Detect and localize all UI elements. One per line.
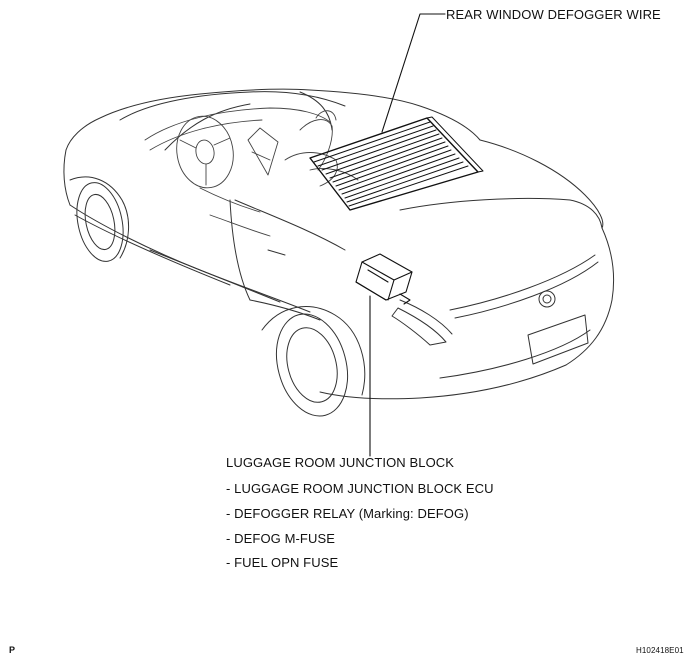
label-rear-window-defogger-wire: REAR WINDOW DEFOGGER WIRE (446, 7, 661, 22)
leader-lines (369, 13, 446, 457)
label-junction-block-item-defog-m-fuse: - DEFOG M-FUSE (226, 531, 336, 546)
label-junction-block-item-defogger-relay: - DEFOGGER RELAY (Marking: DEFOG) (226, 506, 469, 521)
rear-window-defogger-grid (309, 116, 484, 211)
car-interior (144, 107, 359, 237)
figure-code: H102418E01 (636, 646, 684, 655)
leader-line-defogger-wire (381, 13, 446, 133)
label-junction-block-item-fuel-opn-fuse: - FUEL OPN FUSE (226, 555, 339, 570)
corner-mark: P (9, 645, 16, 655)
luggage-room-junction-block-shape (355, 253, 413, 305)
car-body-outline (63, 88, 615, 417)
label-junction-block-item-ecu: - LUGGAGE ROOM JUNCTION BLOCK ECU (226, 481, 494, 496)
label-luggage-room-junction-block: LUGGAGE ROOM JUNCTION BLOCK (226, 455, 455, 470)
